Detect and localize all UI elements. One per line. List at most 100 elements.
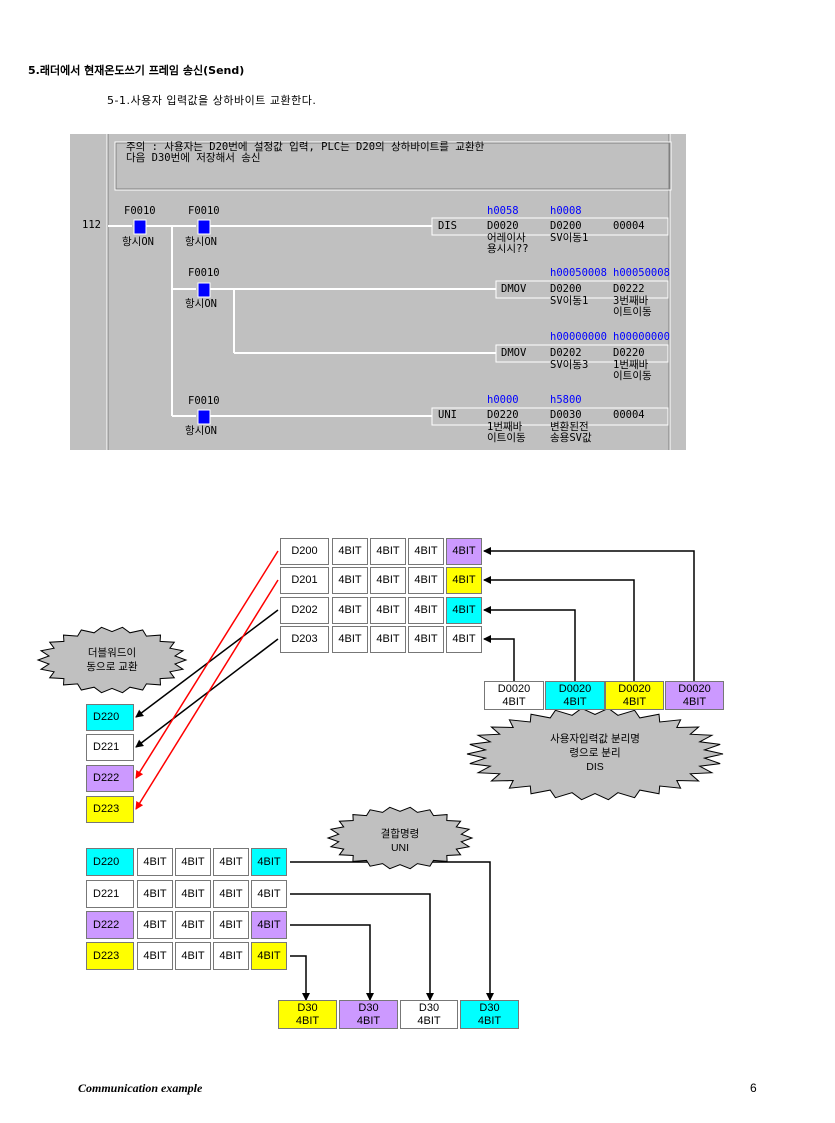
bottom-bit-cell: 4BIT — [251, 848, 287, 876]
rung4-op1: D0220 — [487, 409, 519, 421]
rung2-op2: D0200 — [550, 283, 582, 295]
rung4-c2a: 변환된전 — [550, 421, 589, 433]
rung3-c3b: 이트이동 — [613, 370, 652, 382]
bottom-bit-cell: 4BIT — [251, 942, 287, 970]
bottom-bit-cell: 4BIT — [137, 942, 173, 970]
register-d203: D203 — [280, 626, 329, 653]
register-d220: D220 — [86, 704, 134, 731]
contact-addr: F0010 — [188, 267, 220, 279]
rung4-inst: UNI — [438, 409, 457, 421]
register-d202: D202 — [280, 597, 329, 624]
contact-label: 항시ON — [185, 298, 217, 310]
rung3-v2: h00000000 — [550, 331, 607, 343]
top-bit-cell: 4BIT — [408, 567, 444, 594]
top-bit-cell: 4BIT — [446, 538, 482, 565]
bottom-bit-cell: 4BIT — [251, 880, 287, 908]
top-bit-cell: 4BIT — [332, 626, 368, 653]
top-bit-cell: 4BIT — [446, 626, 482, 653]
rung1-c1b: 용시시?? — [487, 243, 529, 255]
footer-caption: Communication example — [78, 1081, 203, 1095]
register-d221: D221 — [86, 880, 134, 908]
bottom-bit-cell: 4BIT — [175, 942, 211, 970]
arrow-d203-to-d221 — [135, 638, 279, 748]
section-subheading: 5-1.사용자 입력값을 상하바이트 교환한다. — [107, 94, 317, 107]
rung2-v3: h00050008 — [613, 267, 670, 279]
rung1-op2: D0200 — [550, 220, 582, 232]
arrow-d223-to-d30-1 — [290, 955, 310, 1001]
top-bit-cell: 4BIT — [408, 626, 444, 653]
register-d201: D201 — [280, 567, 329, 594]
contact-label: 항시ON — [185, 236, 217, 248]
bottom-bit-cell: 4BIT — [213, 848, 249, 876]
top-bit-cell: 4BIT — [370, 567, 406, 594]
contact-addr: F0010 — [188, 205, 220, 217]
rung1-v1: h0058 — [487, 205, 519, 217]
arrow-d0020-4-to-d200 — [483, 547, 695, 681]
contact-label: 항시ON — [185, 425, 217, 437]
top-bit-cell: 4BIT — [332, 597, 368, 624]
arrow-d220-to-d30-4 — [290, 861, 494, 1001]
register-d222: D222 — [86, 911, 134, 939]
rung1-c2a: SV이동1 — [550, 232, 589, 244]
rung4-op2: D0030 — [550, 409, 582, 421]
register-d221: D221 — [86, 734, 134, 761]
rung4-c1a: 1번째바 — [487, 421, 523, 433]
arrow-d200-to-d222 — [135, 550, 279, 779]
top-bit-cell: 4BIT — [446, 597, 482, 624]
register-d200: D200 — [280, 538, 329, 565]
rung4-v2: h5800 — [550, 394, 582, 406]
rung4-c1b: 이트이동 — [487, 432, 526, 444]
rung2-c3a: 3번째바 — [613, 295, 649, 307]
arrow-d0020-2-to-d202 — [483, 606, 576, 681]
top-bit-cell: 4BIT — [332, 567, 368, 594]
arrow-d0020-1-to-d203 — [483, 635, 515, 681]
top-bit-cell: 4BIT — [332, 538, 368, 565]
bottom-bit-cell: 4BIT — [137, 880, 173, 908]
rung3-op3: D0220 — [613, 347, 645, 359]
rung3-inst: DMOV — [501, 347, 527, 359]
rung2-c2a: SV이동1 — [550, 295, 589, 307]
bottom-bit-cell: 4BIT — [213, 911, 249, 939]
rung2-inst: DMOV — [501, 283, 527, 295]
arrow-d201-to-d223 — [135, 579, 279, 810]
rung4-op3: 00004 — [613, 409, 645, 421]
top-bit-cell: 4BIT — [370, 538, 406, 565]
rung3-c2a: SV이동3 — [550, 359, 589, 371]
rung2-c3b: 이트이동 — [613, 306, 652, 318]
rung2-op3: D0222 — [613, 283, 645, 295]
rung1-op1: D0020 — [487, 220, 519, 232]
rung1-inst: DIS — [438, 220, 457, 232]
double-word-burst — [36, 626, 188, 694]
arrow-d0020-3-to-d201 — [483, 576, 635, 681]
rung1-op3: 00004 — [613, 220, 645, 232]
top-bit-cell: 4BIT — [408, 538, 444, 565]
bottom-bit-cell: 4BIT — [137, 848, 173, 876]
contact-label: 항시ON — [122, 236, 154, 248]
rung3-v3: h00000000 — [613, 331, 670, 343]
uni-burst — [326, 806, 474, 870]
register-d220: D220 — [86, 848, 134, 876]
bottom-bit-cell: 4BIT — [251, 911, 287, 939]
ladder-diagram: 주의 : 사용자는 D20번에 설정값 입력, PLC는 D20의 상하바이트를… — [70, 134, 686, 450]
ladder-lines — [106, 134, 672, 450]
section-heading: 5.래더에서 현재온도쓰기 프레임 송신(Send) — [28, 64, 245, 77]
bottom-bit-cell: 4BIT — [175, 911, 211, 939]
bottom-bit-cell: 4BIT — [175, 880, 211, 908]
top-bit-cell: 4BIT — [370, 597, 406, 624]
dis-burst — [466, 707, 724, 801]
contact-addr: F0010 — [188, 395, 220, 407]
rung4-c2b: 송용SV값 — [550, 432, 592, 444]
bottom-bit-cell: 4BIT — [213, 942, 249, 970]
bottom-bit-cell: 4BIT — [137, 911, 173, 939]
rung1-v2: h0008 — [550, 205, 582, 217]
rung3-c3a: 1번째바 — [613, 359, 649, 371]
